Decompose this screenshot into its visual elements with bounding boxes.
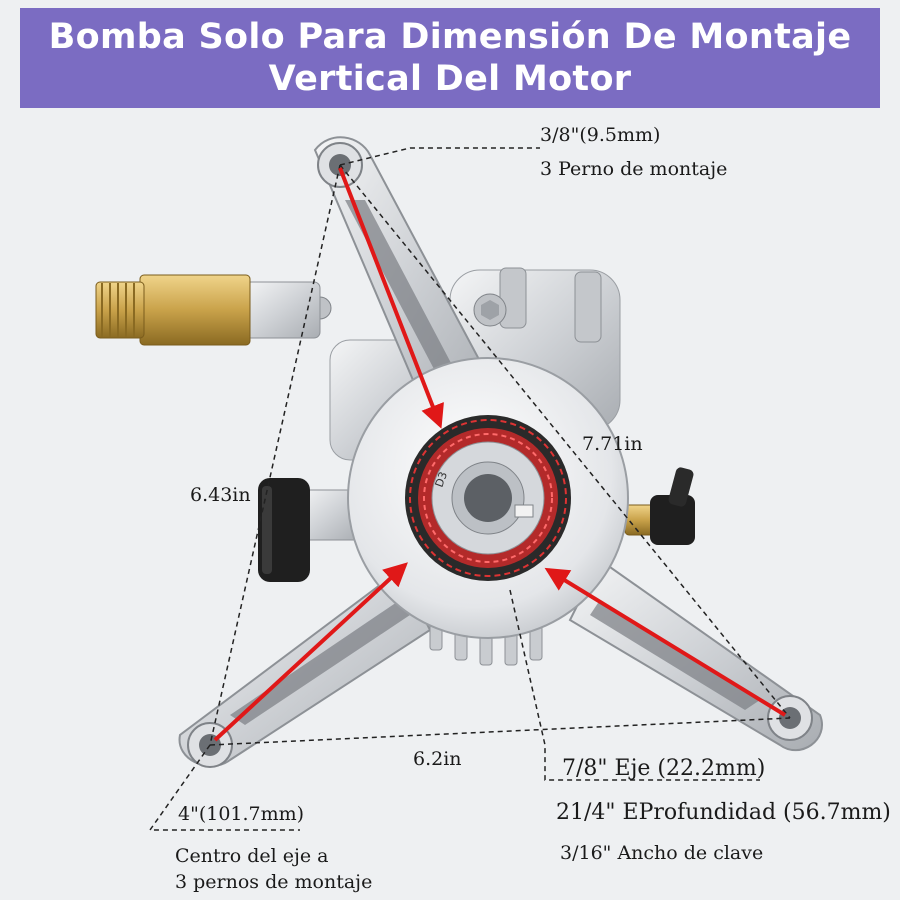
center-arrows bbox=[213, 167, 787, 742]
label-bolt-size: 3/8"(9.5mm) bbox=[540, 124, 661, 146]
title-banner: Bomba Solo Para Dimensión De Montaje Ver… bbox=[20, 8, 880, 108]
unloader-knob bbox=[258, 478, 361, 582]
dimension-lines bbox=[148, 147, 791, 831]
shaft-marking: D3 bbox=[433, 470, 451, 489]
label-center-distance: 4"(101.7mm) bbox=[178, 803, 305, 825]
label-center-desc-2: 3 pernos de montaje bbox=[175, 871, 373, 893]
label-dim-left: 6.43in bbox=[190, 484, 251, 506]
label-dim-right: 7.71in bbox=[582, 433, 643, 455]
chemical-injector bbox=[624, 467, 695, 545]
label-dim-bottom: 6.2in bbox=[413, 748, 462, 770]
label-depth: 21/4" EProfundidad (56.7mm) bbox=[556, 800, 891, 825]
brass-outlet-fitting bbox=[95, 274, 321, 346]
label-bolt-count: 3 Perno de montaje bbox=[540, 158, 728, 180]
title-line-1: Bomba Solo Para Dimensión De Montaje bbox=[48, 17, 852, 57]
label-center-desc-1: Centro del eje a bbox=[175, 845, 329, 867]
label-key-width: 3/16" Ancho de clave bbox=[560, 842, 764, 864]
motor-flange-hub bbox=[347, 357, 629, 639]
title-line-2: Vertical Del Motor bbox=[268, 59, 632, 99]
label-shaft: 7/8" Eje (22.2mm) bbox=[562, 756, 766, 781]
